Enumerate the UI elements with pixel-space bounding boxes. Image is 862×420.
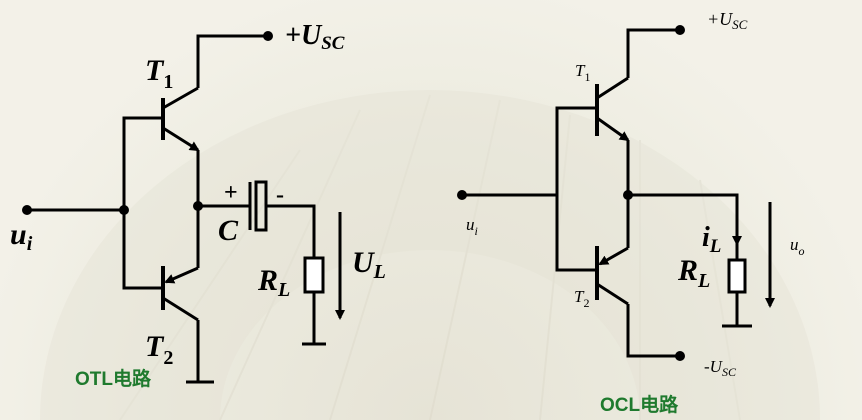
otl-cap-right-wire — [266, 204, 316, 258]
ocl-pos-supply-terminal — [675, 25, 685, 35]
otl-load-label: RL — [257, 264, 290, 301]
otl-t2-collector — [162, 296, 199, 322]
ocl-load-resistor — [727, 258, 747, 294]
ocl-pos-supply-wire — [626, 28, 680, 78]
ocl-neg-supply-label: -USC — [704, 357, 737, 379]
otl-base-bus — [122, 116, 163, 290]
ocl-input-terminal — [457, 190, 467, 200]
ocl-t2-emitter — [598, 246, 629, 266]
otl-load-resistor — [303, 256, 325, 294]
ocl-load-label: RL — [677, 254, 710, 292]
otl-t1-label: T1 — [145, 54, 173, 93]
ocl-circuit — [457, 25, 775, 361]
ocl-current-label: iL — [702, 222, 721, 257]
otl-input-terminal — [22, 205, 32, 215]
otl-supply-terminal — [263, 31, 273, 41]
otl-t2-emitter — [164, 266, 199, 284]
otl-circuit — [22, 31, 345, 384]
otl-input-label: ui — [10, 218, 33, 255]
otl-t1-emitter — [162, 126, 200, 152]
ocl-t2-collector — [596, 282, 629, 306]
fan-background-decoration — [40, 90, 820, 420]
otl-caption: OTL电路 — [75, 367, 152, 390]
ocl-pos-supply-label: +USC — [707, 9, 748, 32]
otl-supply-label: +USC — [285, 20, 345, 54]
ocl-output-label: uo — [790, 235, 805, 258]
otl-cap-plus-sign: + — [224, 180, 238, 206]
ocl-t1-label: T1 — [575, 61, 590, 84]
otl-t1-collector — [162, 86, 199, 110]
ocl-t1-collector — [596, 76, 629, 100]
otl-cap-minus-sign: - — [276, 182, 284, 208]
ocl-neg-supply-terminal — [675, 351, 685, 361]
otl-supply-wire — [196, 34, 268, 88]
otl-t2-label: T2 — [145, 330, 173, 369]
ocl-neg-supply-wire — [626, 304, 680, 358]
ocl-output-wire — [628, 193, 742, 246]
ocl-base-bus — [555, 106, 597, 272]
otl-cap-label: C — [218, 214, 239, 247]
otl-output-label: UL — [352, 246, 386, 283]
ocl-t1-emitter — [596, 116, 630, 142]
ocl-t2-label: T2 — [574, 287, 589, 310]
ocl-input-label: ui — [466, 215, 478, 238]
ocl-caption: OCL电路 — [600, 393, 679, 416]
